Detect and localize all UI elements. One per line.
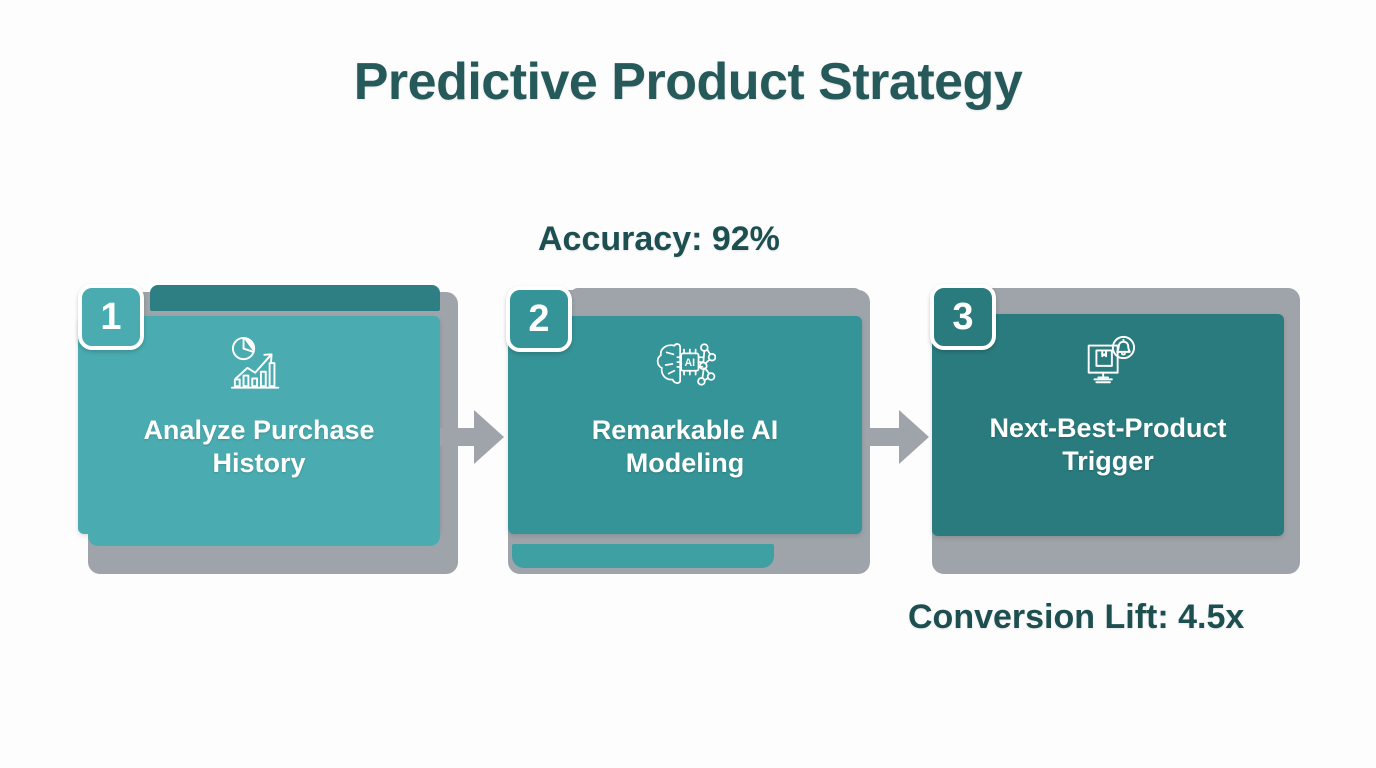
product-alert-monitor-icon	[1077, 334, 1139, 390]
step-1-label: Analyze Purchase History	[143, 414, 374, 480]
chart-analytics-icon	[228, 336, 290, 392]
step-1-badge[interactable]: 1	[78, 284, 144, 350]
step-1-label-line1: Analyze Purchase	[143, 415, 375, 445]
step-3-number: 3	[952, 295, 974, 338]
ai-brain-chip-icon: AI	[654, 336, 716, 392]
step-2-label-line2: Modeling	[625, 447, 745, 478]
step-3-label-line1: Next-Best-Product	[989, 413, 1227, 443]
step-2-card[interactable]: AI R	[508, 316, 862, 534]
page-title: Predictive Product Strategy	[353, 53, 1023, 111]
step-1-label-line2: History	[212, 447, 306, 478]
step-3-bottom-strip	[936, 546, 1292, 568]
step-2-label-line1: Remarkable AI	[591, 415, 779, 445]
step-3-label: Next-Best-Product Trigger	[989, 412, 1226, 478]
step-2-label: Remarkable AI Modeling	[592, 414, 779, 480]
svg-text:AI: AI	[685, 357, 696, 369]
arrow-step1-to-step2-icon	[440, 398, 506, 476]
step-1-top-strip	[150, 285, 440, 311]
step-3-top-strip	[994, 288, 1284, 310]
step-3-badge[interactable]: 3	[930, 284, 996, 350]
step-2-top-strip	[570, 288, 862, 310]
step-1-content: Analyze Purchase History	[78, 336, 440, 480]
conversion-lift-annotation: Conversion Lift: 4.5x	[908, 598, 1245, 636]
step-2-content: AI R	[508, 336, 862, 480]
step-2-bottom-strip	[512, 544, 774, 568]
step-2-badge[interactable]: 2	[506, 286, 572, 352]
step-3-content: Next-Best-Product Trigger	[932, 334, 1284, 478]
step-1-card[interactable]: Analyze Purchase History	[78, 316, 440, 534]
step-3-label-line2: Trigger	[1062, 445, 1154, 476]
arrow-step2-to-step3-icon	[865, 398, 931, 476]
step-1-bottom-strip	[88, 528, 440, 546]
accuracy-annotation: Accuracy: 92%	[538, 220, 780, 258]
step-3-card[interactable]: Next-Best-Product Trigger	[932, 314, 1284, 536]
step-2-number: 2	[528, 297, 550, 340]
step-1-number: 1	[100, 295, 122, 338]
